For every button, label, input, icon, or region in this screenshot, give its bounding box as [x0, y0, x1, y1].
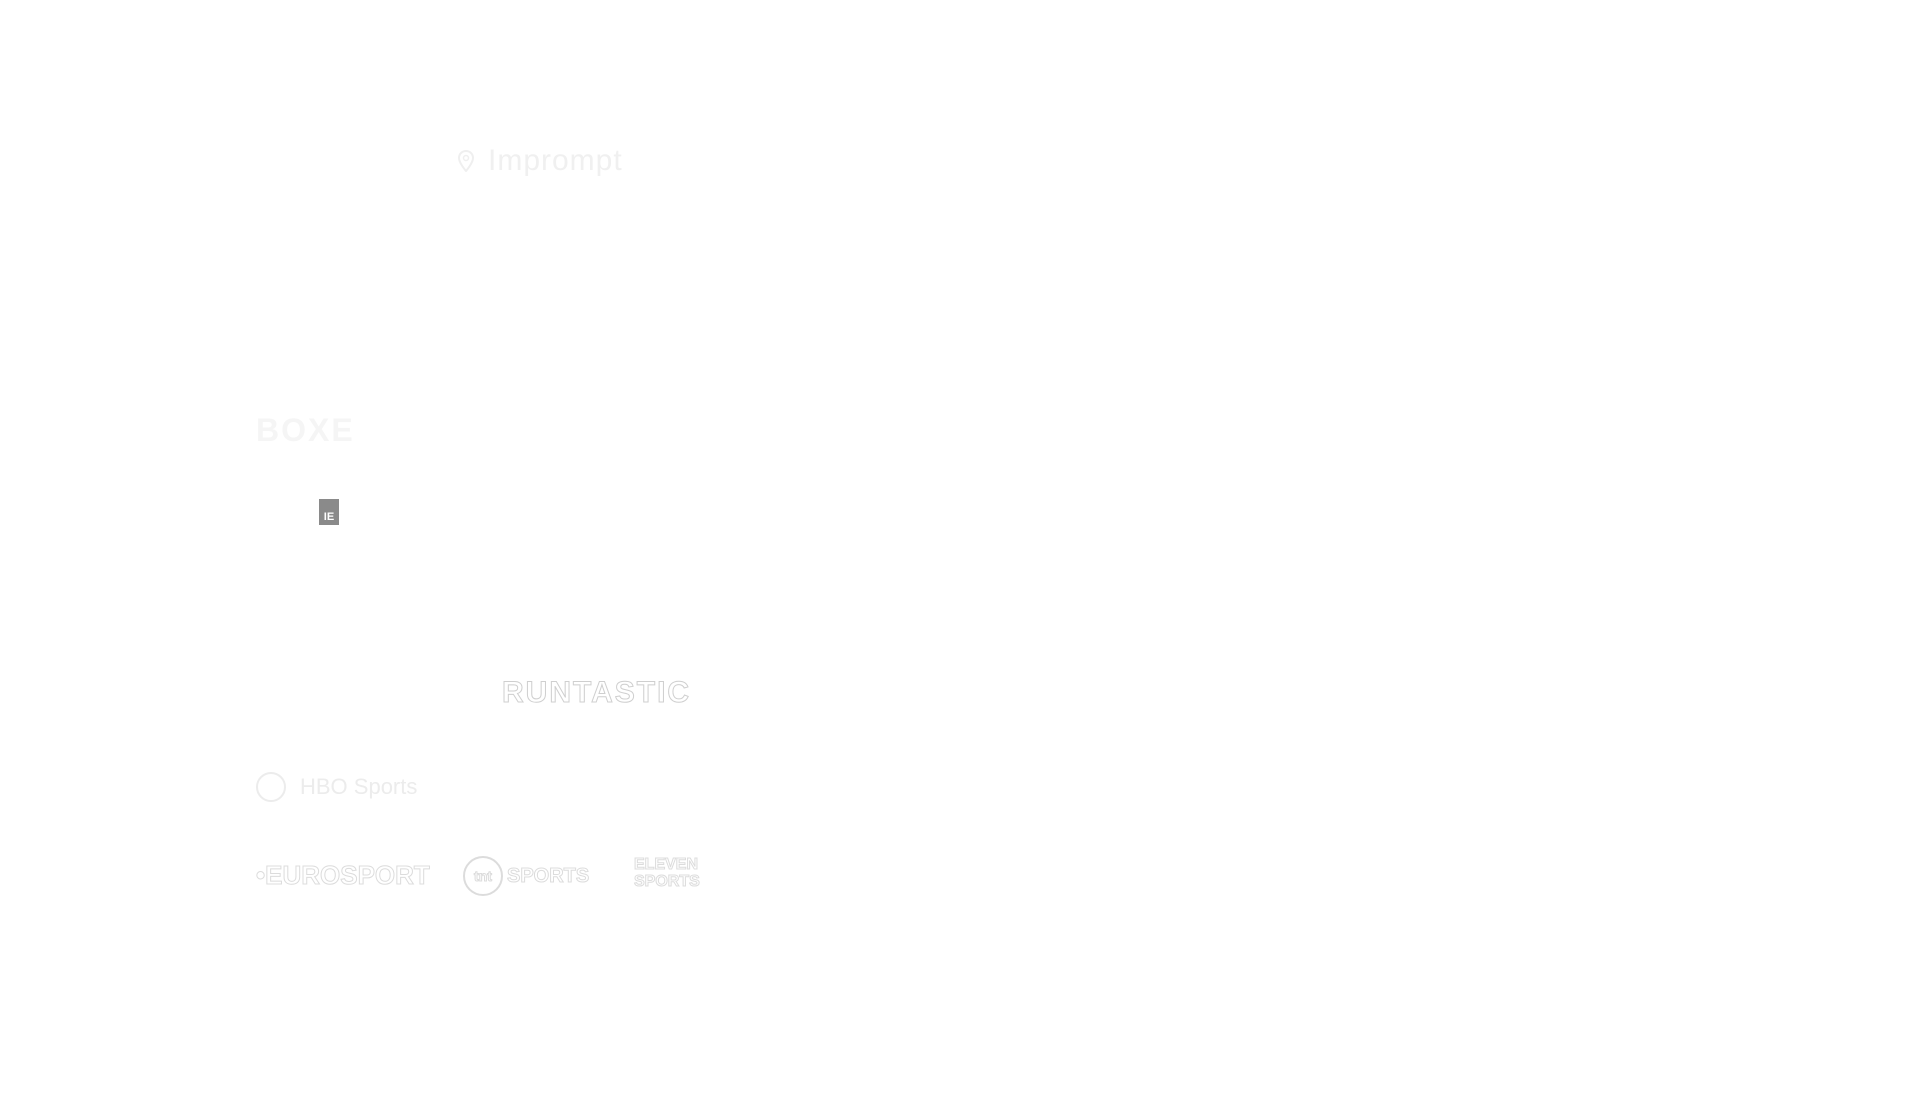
brand-logo-top-text: Imprompt [488, 144, 623, 177]
eurosport-logo-text: •EUROSPORT [256, 860, 431, 891]
eleven-sports-line-2: SPORTS [634, 873, 701, 891]
tnt-circle-badge: tnt [463, 856, 503, 896]
eurosport-logo: •EUROSPORT [256, 860, 431, 891]
tnt-sports-logo-text: SPORTS [506, 864, 590, 887]
brand-badge-text: IE [323, 511, 335, 523]
eleven-sports-logo: ELEVEN SPORTS [633, 856, 701, 891]
runtastic-logo: RUNTASTIC [501, 676, 692, 710]
brand-badge: IE [319, 499, 339, 525]
runtastic-logo-text: RUNTASTIC [501, 676, 692, 710]
brand-logo-top: Imprompt [458, 144, 623, 178]
map-pin-icon [458, 150, 474, 172]
tnt-sports-logo: tnt SPORTS [463, 856, 590, 896]
brand-logo-mid: BOXE [256, 412, 355, 449]
sports-logo-text: HBO Sports [300, 774, 418, 799]
eleven-sports-line-1: ELEVEN [633, 856, 699, 874]
brand-logo-mid-text: BOXE [256, 412, 355, 448]
circle-icon [256, 772, 286, 802]
sports-logo: HBO Sports [256, 772, 417, 802]
